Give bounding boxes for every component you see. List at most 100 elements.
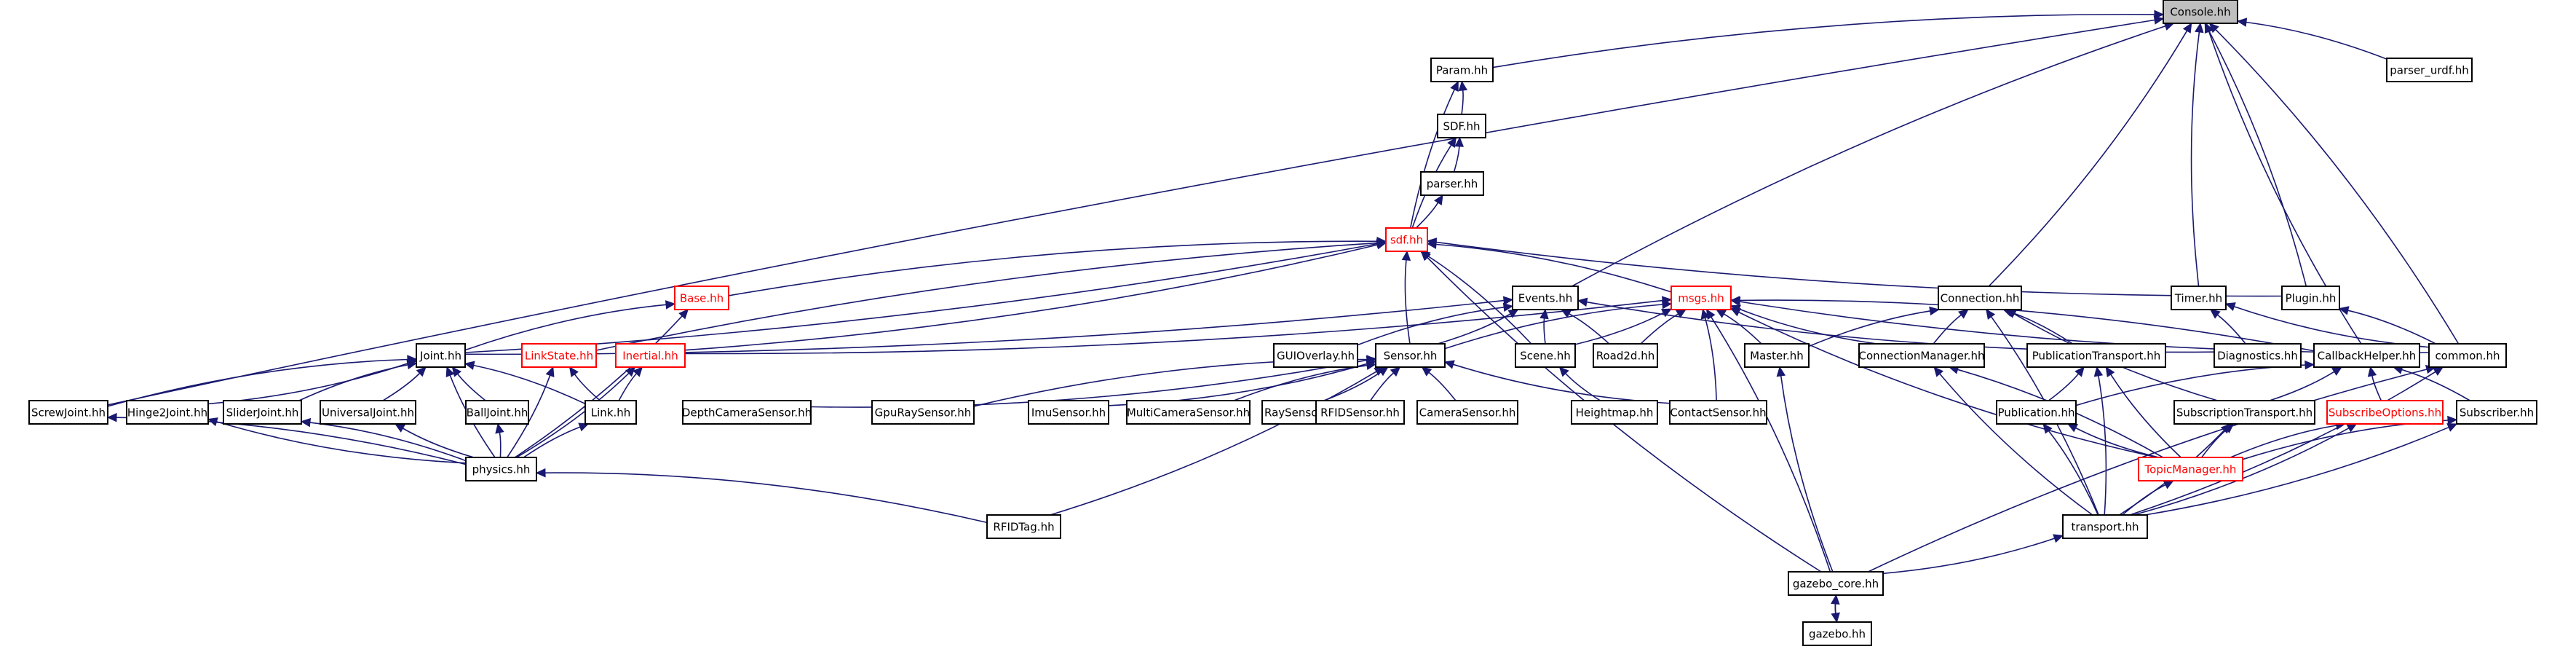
node-box[interactable] [1385, 227, 1428, 252]
node-box[interactable] [1437, 114, 1486, 138]
node-box[interactable] [871, 400, 975, 425]
node-box[interactable] [2428, 343, 2507, 368]
node-box[interactable] [2026, 343, 2166, 368]
node-events[interactable]: Events.hh [1512, 286, 1579, 310]
node-box[interactable] [1858, 343, 1985, 368]
node-connmgr[interactable]: ConnectionManager.hh [1858, 343, 1985, 368]
node-gazebo-core[interactable]: gazebo_core.hh [1788, 571, 1884, 596]
node-box[interactable] [2163, 0, 2238, 24]
node-box[interactable] [1996, 400, 2077, 425]
node-screwjoint[interactable]: ScrewJoint.hh [28, 400, 108, 425]
node-parser-urdf[interactable]: parser_urdf.hh [2386, 58, 2473, 82]
node-sdf[interactable]: sdf.hh [1385, 227, 1428, 252]
node-box[interactable] [1416, 400, 1518, 425]
node-heightmap[interactable]: Heightmap.hh [1571, 400, 1658, 425]
node-box[interactable] [1802, 621, 1872, 646]
node-box[interactable] [1512, 286, 1579, 310]
node-box[interactable] [2281, 286, 2340, 310]
node-box[interactable] [2171, 286, 2227, 310]
node-universaljoint[interactable]: UniversalJoint.hh [320, 400, 416, 425]
node-joint[interactable]: Joint.hh [416, 343, 466, 368]
node-hinge2joint[interactable]: Hinge2Joint.hh [126, 400, 209, 425]
node-box[interactable] [1671, 286, 1732, 310]
node-road2d[interactable]: Road2d.hh [1593, 343, 1658, 368]
node-diagnostics[interactable]: Diagnostics.hh [2214, 343, 2302, 368]
node-msgs[interactable]: msgs.hh [1671, 286, 1732, 310]
node-box[interactable] [1028, 400, 1109, 425]
node-box[interactable] [2062, 514, 2148, 539]
node-publication[interactable]: Publication.hh [1996, 400, 2077, 425]
node-box[interactable] [1515, 343, 1576, 368]
node-box[interactable] [1126, 400, 1251, 425]
node-master[interactable]: Master.hh [1744, 343, 1810, 368]
node-physics[interactable]: physics.hh [465, 457, 537, 481]
node-sliderjoint[interactable]: SliderJoint.hh [223, 400, 302, 425]
node-subtransport[interactable]: SubscriptionTransport.hh [2173, 400, 2315, 425]
node-parser[interactable]: parser.hh [1420, 171, 1484, 196]
node-topicmgr[interactable]: TopicManager.hh [2138, 457, 2243, 481]
node-imu[interactable]: ImuSensor.hh [1028, 400, 1109, 425]
node-balljoint[interactable]: BallJoint.hh [465, 400, 529, 425]
node-subopts[interactable]: SubscribeOptions.hh [2326, 400, 2444, 425]
node-callbackhelper[interactable]: CallbackHelper.hh [2313, 343, 2420, 368]
node-box[interactable] [1571, 400, 1658, 425]
node-pubtransport[interactable]: PublicationTransport.hh [2026, 343, 2166, 368]
node-box[interactable] [2456, 400, 2537, 425]
node-box[interactable] [1938, 286, 2022, 310]
node-gpuray[interactable]: GpuRaySensor.hh [871, 400, 975, 425]
node-param[interactable]: Param.hh [1430, 58, 1494, 82]
node-box[interactable] [521, 343, 597, 368]
node-sensor[interactable]: Sensor.hh [1375, 343, 1446, 368]
node-inertial[interactable]: Inertial.hh [615, 343, 686, 368]
node-box[interactable] [584, 400, 637, 425]
node-box[interactable] [1788, 571, 1884, 596]
node-box[interactable] [1375, 343, 1446, 368]
node-box[interactable] [1593, 343, 1658, 368]
node-linkstate[interactable]: LinkState.hh [521, 343, 597, 368]
node-box[interactable] [465, 400, 529, 425]
node-box[interactable] [1315, 400, 1405, 425]
node-box[interactable] [2138, 457, 2243, 481]
node-depthcam[interactable]: DepthCameraSensor.hh [682, 400, 812, 425]
node-box[interactable] [223, 400, 302, 425]
node-box[interactable] [465, 457, 537, 481]
node-rfidtag[interactable]: RFIDTag.hh [986, 514, 1061, 539]
node-console[interactable]: Console.hh [2163, 0, 2238, 24]
node-contact[interactable]: ContactSensor.hh [1669, 400, 1767, 425]
node-box[interactable] [2173, 400, 2315, 425]
node-box[interactable] [2326, 400, 2444, 425]
node-box[interactable] [28, 400, 108, 425]
node-gazebo[interactable]: gazebo.hh [1802, 621, 1872, 646]
node-box[interactable] [615, 343, 686, 368]
node-common[interactable]: common.hh [2428, 343, 2507, 368]
node-multicam[interactable]: MultiCameraSensor.hh [1126, 400, 1251, 425]
node-box[interactable] [1430, 58, 1494, 82]
node-link[interactable]: Link.hh [584, 400, 637, 425]
node-box[interactable] [1669, 400, 1767, 425]
node-plugin[interactable]: Plugin.hh [2281, 286, 2340, 310]
node-base[interactable]: Base.hh [674, 286, 729, 310]
node-rfidsensor[interactable]: RFIDSensor.hh [1315, 400, 1405, 425]
node-box[interactable] [986, 514, 1061, 539]
node-subscriber[interactable]: Subscriber.hh [2456, 400, 2537, 425]
node-box[interactable] [682, 400, 812, 425]
node-connection[interactable]: Connection.hh [1938, 286, 2022, 310]
edge-line [507, 375, 551, 458]
node-box[interactable] [1744, 343, 1810, 368]
node-guioverlay[interactable]: GUIOverlay.hh [1273, 343, 1358, 368]
node-box[interactable] [2214, 343, 2302, 368]
node-box[interactable] [674, 286, 729, 310]
node-box[interactable] [1420, 171, 1484, 196]
node-box[interactable] [2386, 58, 2473, 82]
node-box[interactable] [1273, 343, 1358, 368]
node-scene[interactable]: Scene.hh [1515, 343, 1576, 368]
node-box[interactable] [126, 400, 209, 425]
edge-line [2133, 428, 2350, 516]
node-sdf-hh[interactable]: SDF.hh [1437, 114, 1486, 138]
node-box[interactable] [2313, 343, 2420, 368]
node-box[interactable] [320, 400, 416, 425]
node-transport[interactable]: transport.hh [2062, 514, 2148, 539]
node-camera[interactable]: CameraSensor.hh [1416, 400, 1518, 425]
node-timer[interactable]: Timer.hh [2171, 286, 2227, 310]
node-box[interactable] [416, 343, 466, 368]
